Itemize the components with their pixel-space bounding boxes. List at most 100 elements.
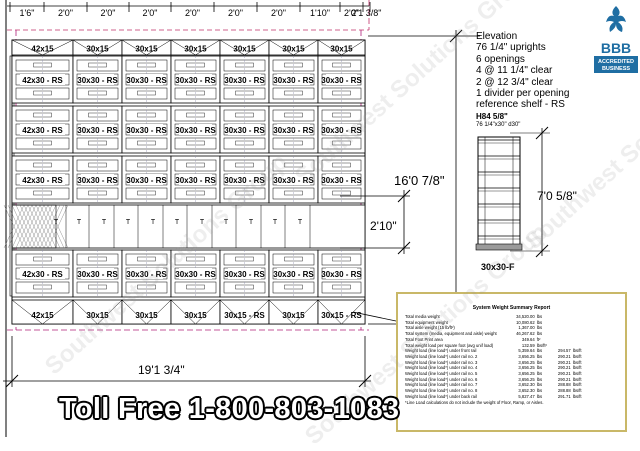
carriage-label: 42x30 - RS bbox=[22, 176, 63, 185]
shelf-label: 30x15 bbox=[330, 44, 353, 53]
carriage-label: 42x30 - RS bbox=[22, 126, 63, 135]
report-row: Weight load (line load*) under rail no. … bbox=[405, 382, 582, 388]
carriage-label: 30x30 - RS bbox=[321, 76, 362, 85]
top-dimension-strip: 1'6"2'0"2'0"2'0"2'0"2'0"2'0"1'10"2'0"2'1… bbox=[7, 2, 382, 31]
report-row: Total weight load per square foot (avg u… bbox=[405, 342, 547, 348]
shelf-label: 30x15 - RS bbox=[321, 311, 362, 320]
carriage-label: 30x30 - RS bbox=[273, 176, 314, 185]
aisle-mark: T bbox=[54, 219, 59, 226]
depth-dimension-label: 16'0 7/8" bbox=[394, 173, 445, 188]
shelf-label: 30x15 bbox=[282, 311, 305, 320]
report-footnote: *Line Load calculations do not include t… bbox=[405, 399, 544, 405]
report-row: Weight load (line load*) under front rai… bbox=[405, 348, 582, 354]
carriage-label: 30x30 - RS bbox=[77, 176, 118, 185]
carriage-label: 30x30 - RS bbox=[175, 76, 216, 85]
shelf-cell bbox=[219, 299, 270, 325]
elevation-model-sub: 76 1/4"x30" d30" bbox=[476, 121, 521, 128]
bbb-torch-icon bbox=[606, 6, 626, 32]
shelf-label: 30x15 bbox=[86, 44, 109, 53]
carriage-label: 30x30 - RS bbox=[224, 126, 265, 135]
carriage-label: 30x30 - RS bbox=[175, 176, 216, 185]
elevation-unit-label: 30x30-F bbox=[481, 262, 515, 272]
shelf-label: 42x15 bbox=[31, 44, 54, 53]
aisle-mark: T bbox=[151, 219, 156, 226]
top-dimension-label: 2'0" bbox=[271, 8, 286, 18]
aisle-area bbox=[11, 204, 366, 249]
carriage-label: 42x30 - RS bbox=[22, 270, 63, 279]
carriage-label: 30x30 - RS bbox=[77, 76, 118, 85]
width-dimension-label: 19'1 3/4" bbox=[138, 363, 185, 377]
aisle-mark: T bbox=[102, 219, 107, 226]
shelf-label: 30x15 bbox=[282, 44, 305, 53]
top-dimension-label: 2'0" bbox=[143, 8, 158, 18]
top-dimension-label: 2'0" bbox=[58, 8, 73, 18]
bbb-line2: BUSINESS bbox=[602, 66, 630, 72]
carriage-label: 30x30 - RS bbox=[321, 176, 362, 185]
shelf-label: 30x15 bbox=[135, 44, 158, 53]
carriage-label: 30x30 - RS bbox=[77, 126, 118, 135]
aisle-mark: T bbox=[249, 219, 254, 226]
report-title: System Weight Summary Report bbox=[472, 305, 551, 311]
carriage-label: 30x30 - RS bbox=[126, 176, 167, 185]
aisle-mark: T bbox=[273, 219, 278, 226]
aisle-mark: T bbox=[200, 219, 205, 226]
floor-plan-drawing: 1'6"2'0"2'0"2'0"2'0"2'0"2'0"1'10"2'0"2'1… bbox=[3, 0, 577, 437]
bbb-line1: ACCREDITED bbox=[598, 59, 634, 65]
carriage-label: 30x30 - RS bbox=[175, 126, 216, 135]
report-row: Weight load (line load*) under rail no. … bbox=[405, 388, 582, 394]
carriage-label: 42x30 - RS bbox=[22, 76, 63, 85]
carriage-label: 30x30 - RS bbox=[273, 126, 314, 135]
carriage-label: 30x30 - RS bbox=[224, 176, 265, 185]
top-dimension-label: 2'0" bbox=[185, 8, 200, 18]
shelf-label: 30x15 bbox=[184, 311, 207, 320]
shelf-label: 30x15 - RS bbox=[224, 311, 265, 320]
shelving-grid: 42x15 30x15 30x15 30x15 30x15 30x15 30x15 42x30… bbox=[3, 30, 369, 331]
elevation-note-3: 6 openings bbox=[476, 53, 525, 65]
shelf-label: 42x15 bbox=[31, 311, 54, 320]
top-dimension-label: 2'1 3/8" bbox=[352, 8, 382, 18]
report-row: Weight load (line load*) under rail no. … bbox=[405, 353, 582, 359]
carriage-label: 30x30 - RS bbox=[126, 76, 167, 85]
shelf-label: 30x15 bbox=[233, 44, 256, 53]
carriage-label: 30x30 - RS bbox=[273, 270, 314, 279]
carriage-label: 30x30 - RS bbox=[126, 270, 167, 279]
elevation-note-2: 76 1/4" uprights bbox=[476, 42, 546, 54]
elevation-model: H84 5/8" bbox=[476, 111, 508, 121]
carriage-label: 30x30 - RS bbox=[321, 270, 362, 279]
carriage-label: 30x30 - RS bbox=[321, 126, 362, 135]
aisle-mark: T bbox=[175, 219, 180, 226]
top-dimension-label: 1'6" bbox=[20, 8, 35, 18]
report-row: Weight load (line load*) under rail no. … bbox=[405, 376, 582, 382]
bbb-accredited-logo: BBB ACCREDITED BUSINESS bbox=[594, 2, 638, 74]
shelf-label: 30x15 bbox=[184, 44, 207, 53]
top-dimension-label: 2'0" bbox=[101, 8, 116, 18]
shelf-label: 30x15 bbox=[86, 311, 109, 320]
elevation-view: 7'0 5/8" 30x30-F bbox=[475, 126, 577, 272]
aisle-mark: T bbox=[298, 219, 303, 226]
elevation-note-6: 1 divider per opening bbox=[476, 88, 570, 100]
shelf-cell bbox=[121, 299, 172, 325]
toll-free-banner: Toll Free 1-800-803-1083 bbox=[59, 393, 400, 425]
aisle-mark: T bbox=[126, 219, 131, 226]
elevation-note-4: 4 @ 11 1/4" clear bbox=[476, 65, 553, 77]
elevation-note-7: reference shelf - RS bbox=[476, 99, 565, 111]
shelf-label: 30x15 bbox=[135, 311, 158, 320]
elevation-note-5: 2 @ 12 3/4" clear bbox=[476, 76, 554, 88]
report-row: Weight load (line load*) under rail no. … bbox=[405, 365, 582, 371]
carriage-label: 30x30 - RS bbox=[77, 270, 118, 279]
carriage-label: 30x30 - RS bbox=[273, 76, 314, 85]
elevation-notes: Elevation 76 1/4" uprights 6 openings 4 … bbox=[476, 31, 636, 129]
elevation-height-label: 7'0 5/8" bbox=[537, 189, 577, 203]
report-row: Weight load (line load*) under rail no. … bbox=[405, 371, 582, 377]
report-row: Weight load (line load*) under rail no. … bbox=[405, 359, 582, 365]
shelf-cell bbox=[317, 299, 366, 325]
top-dimension-label: 1'10" bbox=[310, 8, 330, 18]
aisle-mark: T bbox=[224, 219, 229, 226]
aisle-mark: T bbox=[77, 219, 82, 226]
carriage-label: 30x30 - RS bbox=[224, 76, 265, 85]
